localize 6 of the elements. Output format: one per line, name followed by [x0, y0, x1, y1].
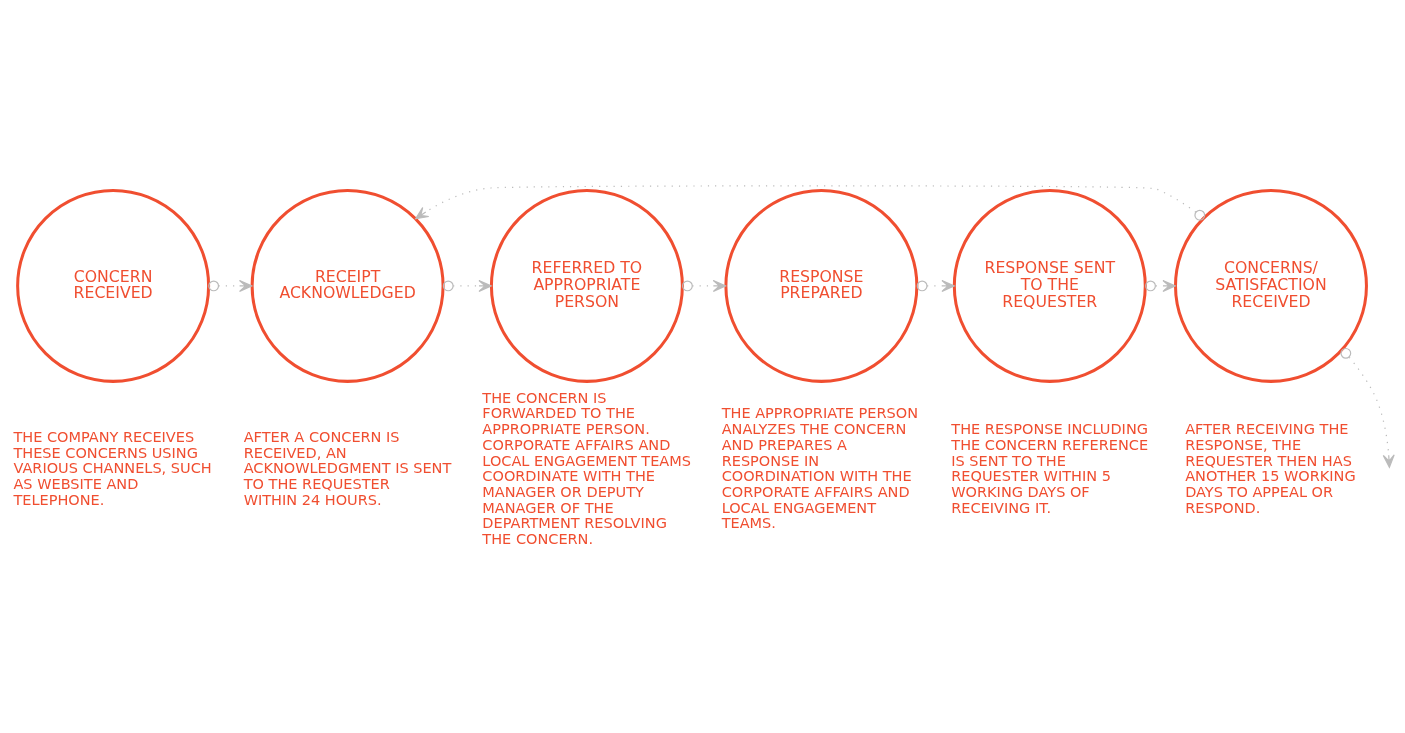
node-label: THE COMPANY RECEIVES THESE CONCERNS USING VARIOUS CHANNELS, SUCH AS WEBSITE AND TELEPHONE. — [13, 428, 212, 508]
node-label: THE CONCERN IS FORWARDED TO THE APPROPRIATE PERSON. CORPORATE AFFAIRS AND LOCAL ENGAGEMENT TEAMS COORDINATE WITH THE MANAGER OR DEPUTY MANAGER OF THE DEPARTMENT RESOLVING THE CONCERN. — [482, 389, 692, 547]
node-label: AFTER RECEIVING THE RESPONSE, THE REQUESTER THEN HAS ANOTHER 15 WORKING DAYS TO APPEAL OR RESPOND. — [1185, 420, 1356, 516]
node-label: AFTER A CONCERN IS RECEIVED, AN ACKNOWLEDGMENT IS SENT TO THE REQUESTER WITHIN 24 HOURS. — [243, 428, 452, 508]
node-label: THE APPROPRIATE PERSON ANALYZES THE CONCERN AND PREPARES A RESPONSE IN COORDINATION WITH THE CORPORATE AFFAIRS AND LOCAL ENGAGEMENT TEAMS. — [721, 404, 919, 531]
node-label: THE RESPONSE INCLUDING THE CONCERN REFERENCE IS SENT TO THE REQUESTER WITHIN 5 WORKING DAYS OF RECEIVING IT. — [951, 420, 1149, 516]
